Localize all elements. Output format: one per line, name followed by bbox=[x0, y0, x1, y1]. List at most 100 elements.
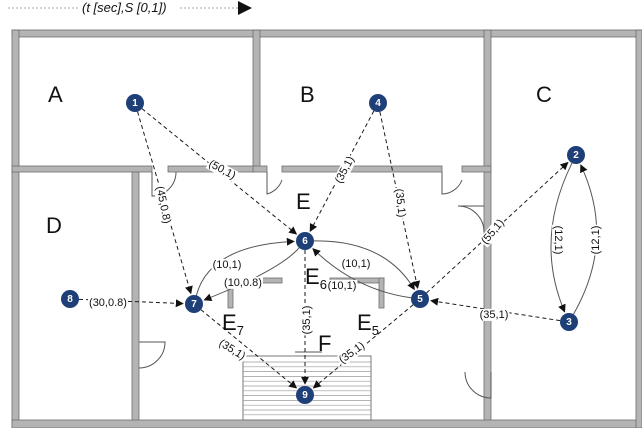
edge-label-5-2: (55,1) bbox=[479, 217, 507, 247]
stairs-outline bbox=[242, 355, 372, 421]
wall-bottom bbox=[11, 419, 642, 429]
room-label-e: E bbox=[296, 189, 311, 214]
node-label: 5 bbox=[417, 294, 423, 305]
edge-label-6-9: (35,1) bbox=[301, 306, 313, 335]
node-circle bbox=[369, 94, 387, 112]
node-circle bbox=[567, 146, 585, 164]
wall-left bbox=[11, 29, 20, 429]
node-circle bbox=[296, 386, 314, 404]
node-label: 7 bbox=[191, 299, 197, 310]
edge-label-bg bbox=[478, 216, 508, 248]
stairs bbox=[242, 351, 372, 421]
edges: (50,1) (45,0.8) (35,1) (35,1) (55,1) (12,1) (1… bbox=[78, 108, 602, 389]
room-label-d: D bbox=[46, 213, 62, 238]
node-5: 5 bbox=[411, 290, 429, 308]
door-c-bottom bbox=[464, 371, 492, 399]
edge-5-6 bbox=[312, 248, 412, 299]
edge-label-3-2: (12,1) bbox=[590, 226, 602, 255]
node-label: 9 bbox=[302, 390, 308, 401]
wall-right bbox=[635, 29, 642, 429]
edge-label-2-3: (12,1) bbox=[552, 226, 564, 255]
edge-label-bg bbox=[552, 224, 565, 256]
node-8: 8 bbox=[61, 290, 79, 308]
edge-label-1-6: (50,1) bbox=[207, 158, 238, 182]
doors bbox=[138, 171, 492, 399]
edge-label-bg bbox=[589, 224, 602, 256]
zone-label-e7: E7 bbox=[222, 310, 244, 338]
wall-under-b-right bbox=[461, 165, 492, 173]
node-1: 1 bbox=[126, 94, 144, 112]
edge-label-bg bbox=[478, 308, 510, 321]
edge-4-6 bbox=[309, 110, 375, 232]
edge-label-bg bbox=[326, 279, 358, 292]
edge-6-7 bbox=[203, 247, 300, 302]
edge-2-3 bbox=[550, 162, 573, 313]
edge-label-1-7: (45,0.8) bbox=[153, 185, 173, 225]
zone-label-e5: E5 bbox=[357, 310, 379, 338]
room-label-c: C bbox=[536, 82, 552, 107]
node-circle bbox=[411, 290, 429, 308]
node-label: 3 bbox=[566, 317, 572, 328]
edge-label-bg bbox=[205, 157, 239, 183]
edge-4-5 bbox=[379, 111, 421, 290]
wall-a-b bbox=[252, 29, 261, 171]
wall-d-e bbox=[131, 171, 140, 423]
edge-label-bg bbox=[335, 339, 368, 367]
room-label-a: A bbox=[48, 82, 63, 107]
node-circle bbox=[560, 313, 578, 331]
node-circle bbox=[126, 94, 144, 112]
legend-arrow-icon bbox=[238, 1, 252, 15]
edge-6-5 bbox=[313, 240, 415, 291]
door-d bbox=[138, 341, 166, 369]
edge-label-5-6: (10,1) bbox=[328, 280, 357, 292]
edge-label-bg bbox=[223, 276, 263, 289]
edge-label-6-5: (10,1) bbox=[342, 258, 371, 270]
door-b-right bbox=[441, 172, 463, 195]
edge-label-bg bbox=[340, 257, 372, 270]
edge-label-7-9: (35,1) bbox=[217, 337, 248, 362]
node-label: 4 bbox=[375, 98, 381, 109]
node-7: 7 bbox=[185, 295, 203, 313]
edge-label-6-7: (10,0.8) bbox=[224, 277, 262, 289]
edge-7-6 bbox=[195, 237, 295, 296]
node-circle bbox=[61, 290, 79, 308]
node-2: 2 bbox=[567, 146, 585, 164]
node-label: 6 bbox=[302, 236, 308, 247]
door-a bbox=[151, 171, 177, 197]
edge-label-bg bbox=[88, 296, 128, 309]
room-label-f: F bbox=[318, 331, 331, 356]
legend: (t [sec],S [0,1]) bbox=[8, 0, 252, 16]
legend-text: (t [sec],S [0,1]) bbox=[82, 0, 167, 15]
wall-under-a-left bbox=[11, 165, 153, 173]
wall-under-b-mid bbox=[281, 165, 443, 173]
wall-under-b-left bbox=[252, 165, 268, 173]
partition-right-side bbox=[378, 277, 385, 309]
edge-label-4-5: (35,1) bbox=[393, 188, 408, 218]
edge-label-3-5: (35,1) bbox=[480, 309, 509, 321]
node-4: 4 bbox=[369, 94, 387, 112]
room-label-b: B bbox=[300, 82, 315, 107]
door-c-top bbox=[457, 205, 485, 233]
edge-label-bg bbox=[332, 153, 358, 187]
zone-labels: E5 E6 E7 bbox=[222, 264, 379, 338]
node-circle bbox=[296, 232, 314, 250]
zone-label-e6: E6 bbox=[305, 264, 327, 292]
nodes: 1 2 3 4 5 6 7 8 9 bbox=[61, 94, 585, 404]
door-b-left bbox=[266, 172, 283, 195]
node-9: 9 bbox=[296, 386, 314, 404]
node-label: 1 bbox=[132, 98, 138, 109]
wall-top bbox=[11, 29, 642, 38]
room-labels: A B C D E F bbox=[46, 82, 552, 356]
edge-label-bg bbox=[211, 258, 243, 271]
edge-label-7-6: (10,1) bbox=[213, 259, 242, 271]
edge-label-bg bbox=[392, 187, 408, 219]
edge-label-8-7: (30,0.8) bbox=[89, 297, 127, 309]
node-6: 6 bbox=[296, 232, 314, 250]
edge-label-bg bbox=[300, 304, 313, 336]
edge-label-bg bbox=[215, 336, 249, 364]
edge-label-bg bbox=[153, 184, 174, 226]
node-3: 3 bbox=[560, 313, 578, 331]
node-label: 8 bbox=[67, 294, 73, 305]
